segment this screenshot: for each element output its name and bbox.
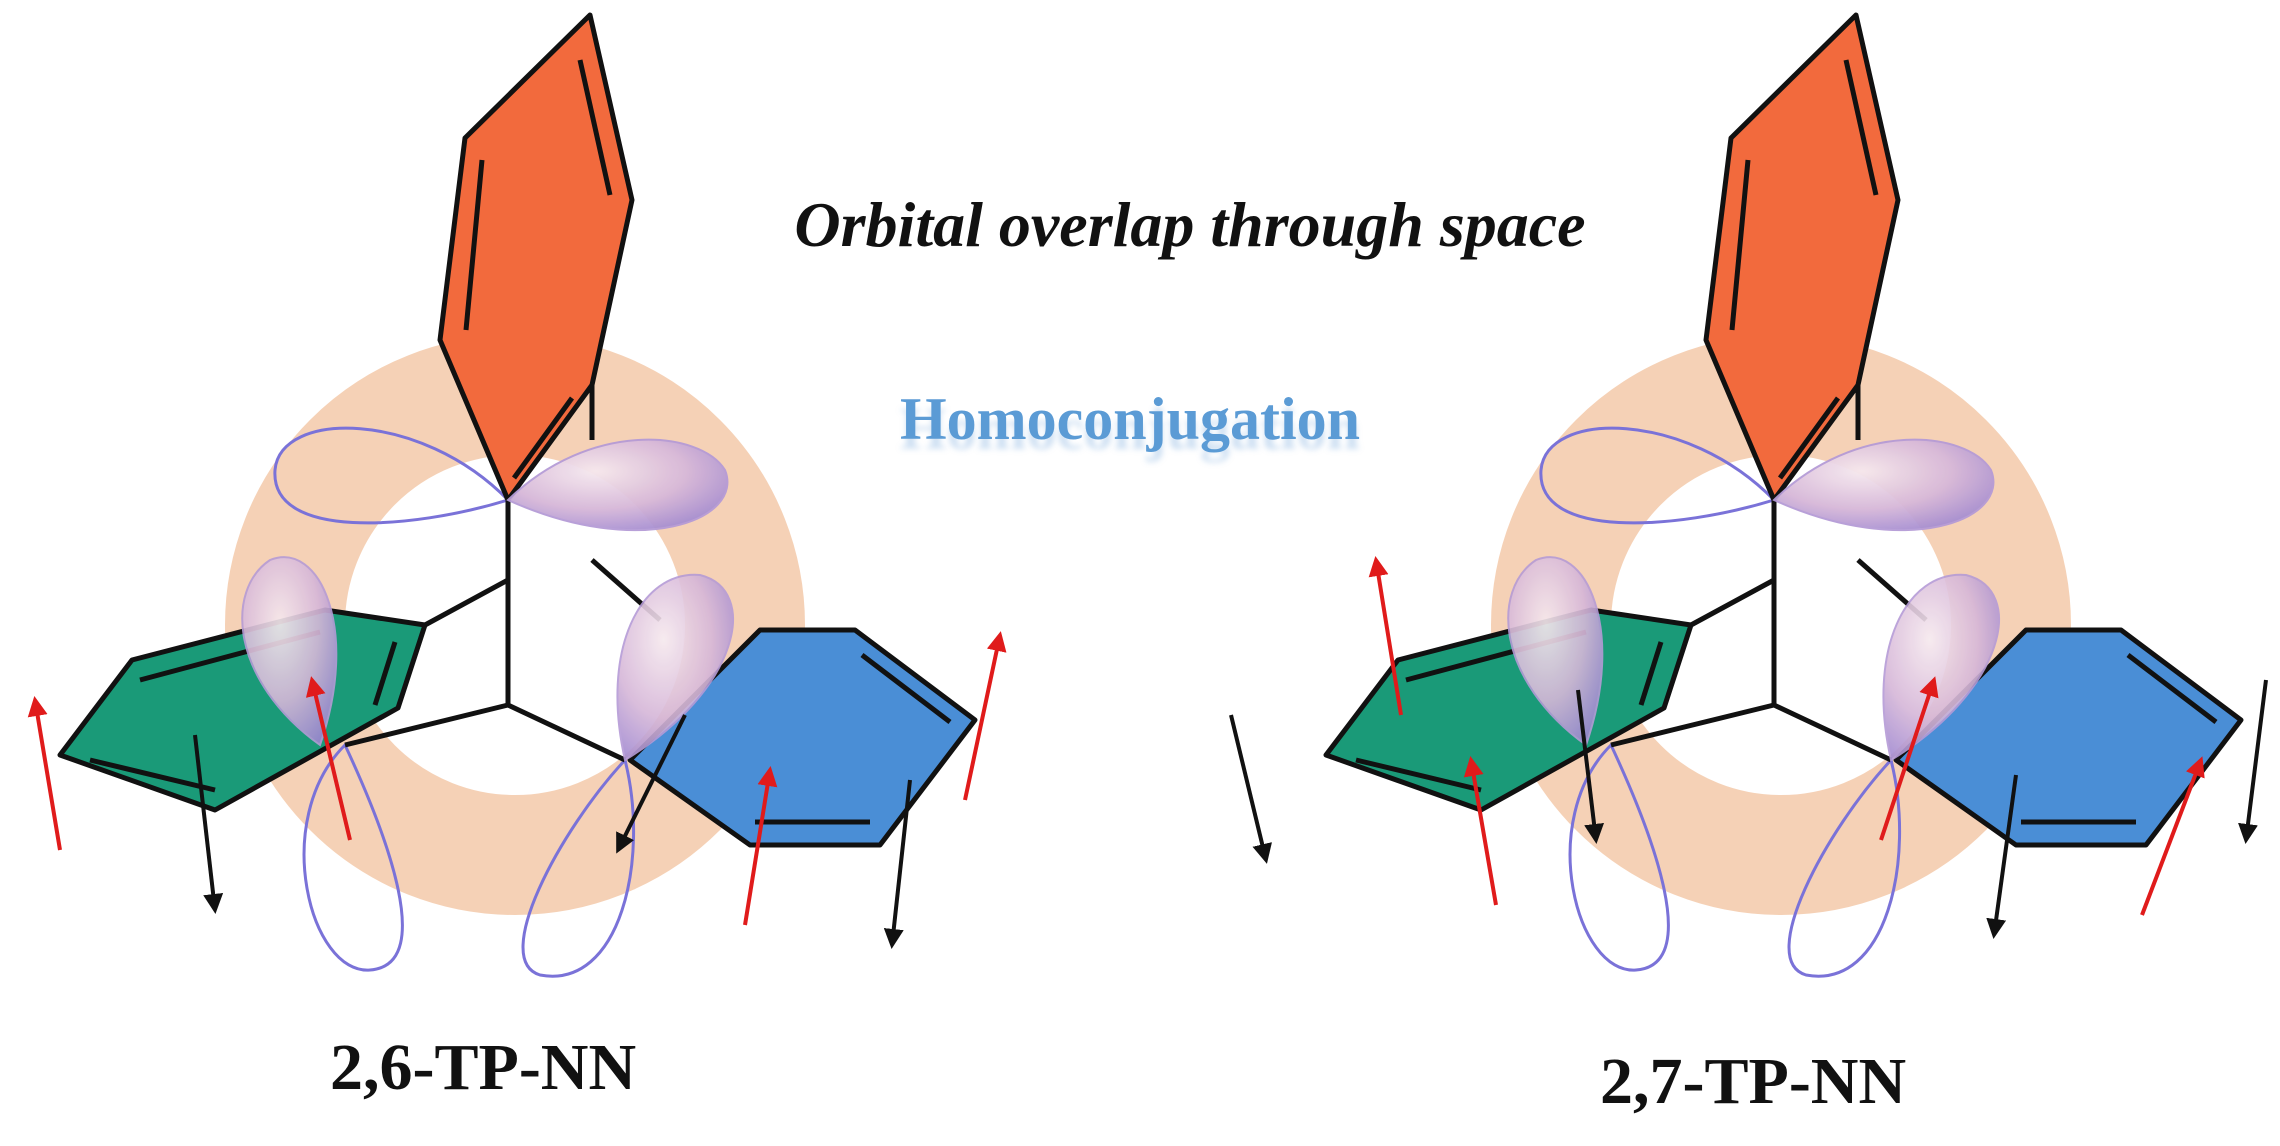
double-bond	[511, 396, 575, 480]
p-orbital-lobe-right	[616, 573, 734, 762]
double-bond	[1777, 396, 1841, 480]
double-bond	[89, 757, 216, 793]
molecule-label-2-6: 2,6-TP-NN	[330, 1031, 637, 1104]
spin-up-arrow	[1879, 676, 1939, 841]
double-bond	[860, 653, 952, 724]
p-orbital-outline-bottom-right	[1787, 756, 1902, 978]
orbital-overlap-heading: Orbital overlap through space	[794, 189, 1586, 260]
spin-down-arrow	[193, 734, 224, 914]
p-orbital-outline-bottom-right	[521, 756, 636, 978]
spin-up-arrow	[27, 696, 62, 851]
molecule-label-2-7: 2,7-TP-NN	[1600, 1045, 1907, 1118]
p-orbital-outline-top-left	[1539, 426, 1777, 525]
spin-down-arrow	[1576, 689, 1605, 844]
molecule-2-7-tp-nn	[1229, 12, 2268, 978]
bond	[1610, 702, 1775, 748]
spin-up-arrow	[743, 766, 778, 926]
spin-up-arrow	[1463, 756, 1498, 906]
right-phenyl-ring	[627, 627, 978, 848]
spin-up-arrow	[1368, 556, 1403, 716]
right-phenyl-ring	[1893, 627, 2244, 848]
p-orbital-lobe-right	[1882, 573, 2000, 762]
spin-down-arrow	[2238, 679, 2268, 844]
homoconjugation-label: Homoconjugation	[899, 386, 1361, 452]
p-orbital-outline-bottom-left	[302, 742, 404, 972]
bond	[344, 702, 509, 748]
p-orbital-lobe-top-right	[506, 438, 729, 531]
bond	[506, 702, 627, 763]
spin-down-arrow	[1986, 774, 2018, 939]
spin-down-arrow	[1229, 714, 1272, 864]
spin-up-arrow	[305, 676, 352, 841]
bond	[423, 577, 510, 628]
double-bond	[577, 59, 613, 196]
double-bond	[1355, 757, 1482, 793]
p-orbital-outline-top-left	[273, 426, 511, 525]
p-orbital-outline-bottom-left	[1568, 742, 1670, 972]
double-bond	[463, 159, 485, 331]
spin-down-arrow	[616, 714, 687, 854]
spin-up-arrow	[963, 631, 1007, 801]
double-bond	[1843, 59, 1879, 196]
molecule-2-6-tp-nn	[27, 12, 1007, 978]
double-bond	[1638, 641, 1664, 706]
spin-up-arrow	[2140, 756, 2205, 916]
bond	[1772, 702, 1893, 763]
double-bond	[1729, 159, 1751, 331]
bond	[1689, 577, 1776, 628]
double-bond	[372, 641, 398, 706]
p-orbital-lobe-top-right	[1772, 438, 1995, 531]
spin-down-arrow	[883, 779, 912, 949]
double-bond	[2126, 653, 2218, 724]
p-orbital-lobe-left	[241, 556, 338, 747]
